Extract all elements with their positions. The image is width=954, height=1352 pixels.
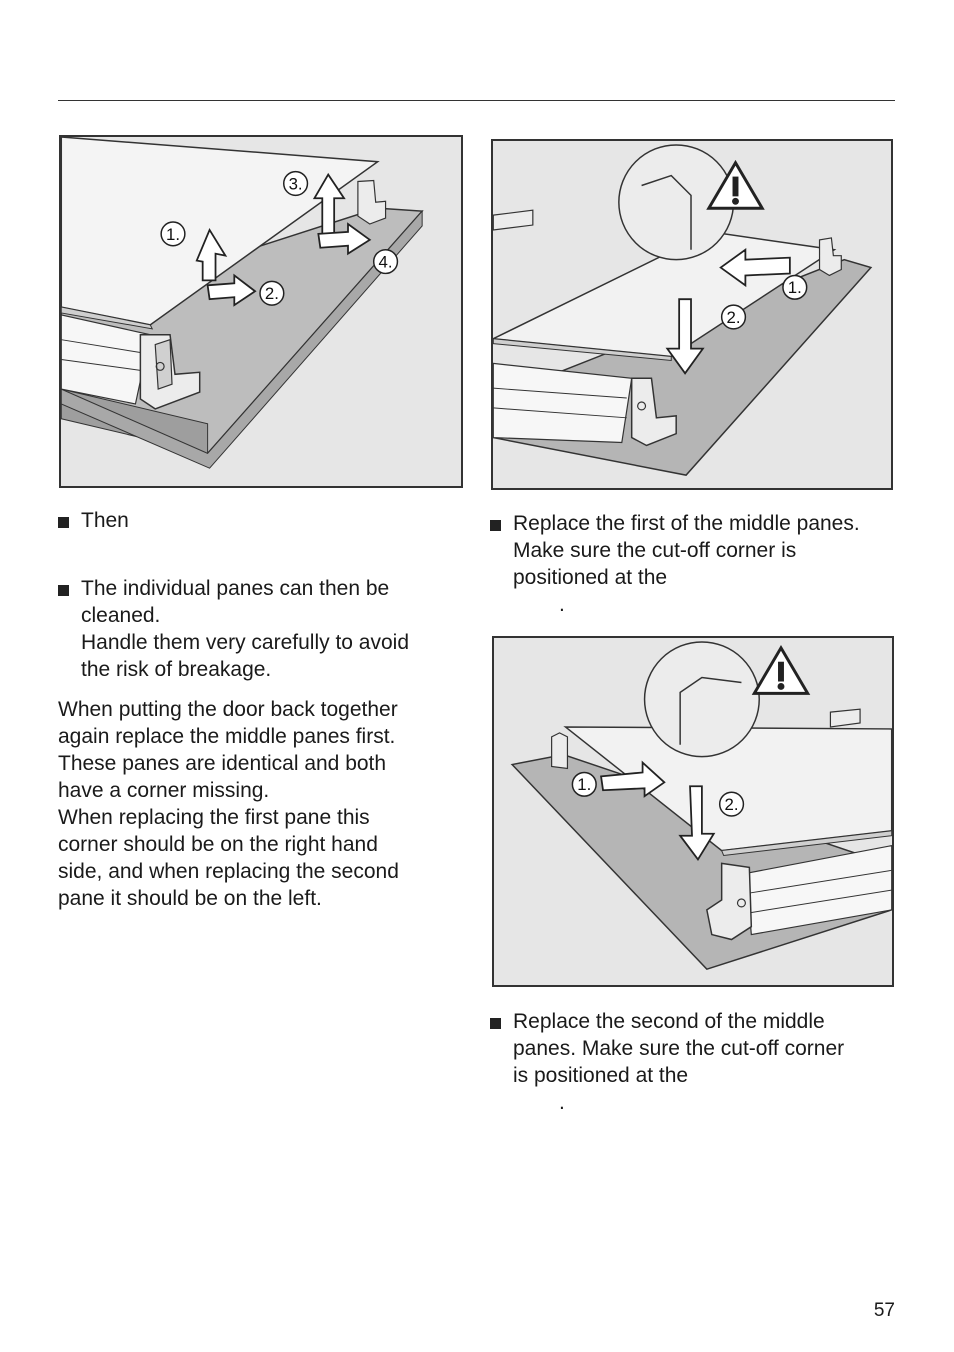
text-line: Make sure the cut-off corner is — [513, 539, 797, 562]
bullet-second-middle-pane: Replace the second of the middle panes. … — [490, 1008, 900, 1118]
text-line: cleaned. — [81, 604, 161, 627]
text-line: is positioned at the — [513, 1064, 689, 1087]
figure-second-middle-pane: 1. 2. — [492, 636, 894, 987]
text-line: positioned at the — [513, 566, 668, 589]
paragraph-reassembly: When putting the door back together agai… — [58, 696, 458, 912]
step-label: 2. — [265, 284, 279, 303]
text-line: pane it should be on the left. — [58, 887, 322, 910]
step-label: 2. — [727, 308, 741, 327]
text-line: panes. Make sure the cut-off corner — [513, 1037, 845, 1060]
step-label: 1. — [788, 278, 802, 297]
figure-remove-panes-illustration: 1. 2. 3. 4. — [61, 137, 424, 469]
header-rule — [58, 100, 895, 101]
bullet-clean-panes: The individual panes can then be cleaned… — [58, 575, 448, 685]
text-line: corner should be on the right hand — [58, 833, 378, 856]
step-label: 3. — [289, 174, 303, 193]
text-line: Replace the second of the middle — [513, 1010, 825, 1033]
text-line: Replace the first of the middle panes. — [513, 512, 860, 535]
step-label: 4. — [379, 253, 393, 272]
arrow-icon — [312, 172, 346, 237]
text-line: The individual panes can then be — [81, 577, 390, 600]
bullet-square-icon — [490, 520, 501, 531]
bullet-square-icon — [58, 517, 69, 528]
figure-remove-panes: 1. 2. 3. 4. — [59, 135, 463, 488]
text-line: When putting the door back together — [58, 698, 398, 721]
warning-triangle-icon — [706, 159, 765, 210]
bullet-square-icon — [490, 1018, 501, 1029]
text-line: have a corner missing. — [58, 779, 270, 802]
arrow-icon — [719, 248, 791, 288]
arrow-icon — [206, 273, 257, 307]
text-line: Handle them very carefully to avoid — [81, 631, 409, 654]
text-line: When replacing the first pane this — [58, 806, 370, 829]
step-label: 1. — [166, 225, 180, 244]
figure-first-middle-pane: 1. 2. — [491, 139, 893, 490]
arrow-icon — [317, 222, 372, 256]
bullet-first-middle-pane: Replace the first of the middle panes. M… — [490, 510, 900, 620]
arrow-icon — [678, 785, 716, 862]
figure-second-middle-pane-illustration: 1. 2. — [510, 641, 892, 971]
step-label: 2. — [725, 795, 739, 814]
text-line: side, and when replacing the second — [58, 860, 399, 883]
arrow-icon — [665, 298, 705, 375]
trailing-period: . — [559, 1091, 565, 1114]
arrow-icon — [195, 227, 228, 282]
arrow-icon — [600, 760, 666, 798]
text-line: Then — [81, 509, 129, 532]
text-line: These panes are identical and both — [58, 752, 387, 775]
text-line: the risk of breakage. — [81, 658, 272, 681]
text-line: again replace the middle panes first. — [58, 725, 396, 748]
step-label: 1. — [577, 775, 591, 794]
figure-first-middle-pane-illustration: 1. 2. — [493, 144, 873, 476]
bullet-square-icon — [58, 585, 69, 596]
warning-triangle-icon — [751, 644, 811, 695]
trailing-period: . — [559, 593, 565, 616]
page-number: 57 — [873, 1300, 895, 1321]
bullet-then: Then — [58, 507, 448, 537]
